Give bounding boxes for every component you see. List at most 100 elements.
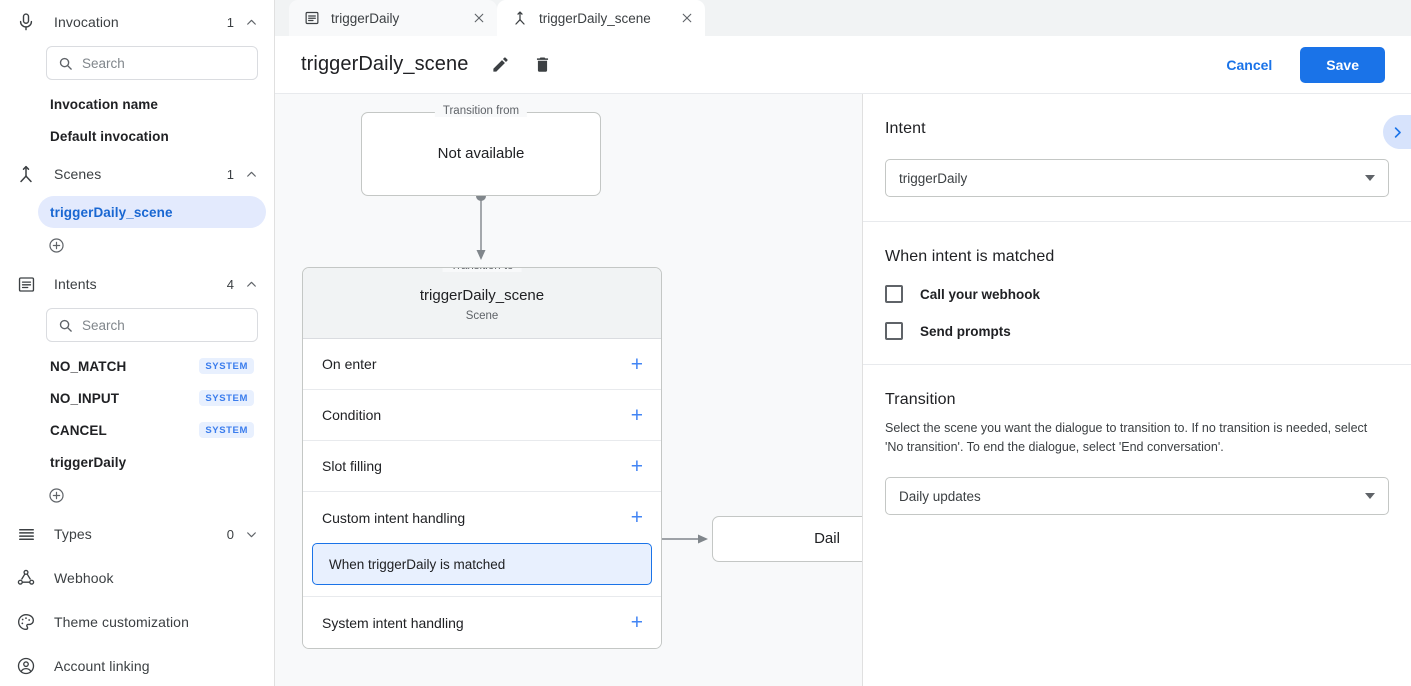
sidebar-item-triggerdaily-scene[interactable]: triggerDaily_scene bbox=[38, 196, 266, 228]
scene-row-label: Slot filling bbox=[322, 458, 382, 474]
scene-header: triggerDaily_scene Cancel Save bbox=[275, 36, 1411, 94]
sidebar-item-label: Invocation name bbox=[50, 96, 159, 112]
add-intent-button[interactable] bbox=[0, 478, 274, 512]
chevron-up-icon[interactable] bbox=[244, 277, 258, 291]
intents-search-input[interactable] bbox=[82, 317, 259, 333]
tab-bar: triggerDaily triggerDaily_scene bbox=[275, 0, 1411, 36]
when-intent-matched-section: When intent is matched Call your webhook… bbox=[863, 222, 1411, 365]
plus-circle-icon bbox=[48, 487, 65, 504]
transition-section-title: Transition bbox=[885, 391, 956, 408]
intents-list-icon bbox=[303, 10, 320, 27]
transition-from-legend: Transition from bbox=[434, 105, 528, 117]
types-count: 0 bbox=[226, 526, 234, 542]
intents-search-wrap bbox=[0, 306, 274, 350]
sidebar-item-label: Theme customization bbox=[54, 614, 189, 630]
search-icon bbox=[57, 55, 73, 71]
sidebar-item-theme-customization[interactable]: Theme customization bbox=[0, 600, 274, 644]
scene-graph-canvas[interactable]: Transition from Not available Transition… bbox=[275, 94, 862, 686]
types-lines-icon bbox=[14, 522, 38, 546]
scene-row-system-intent-handling[interactable]: System intent handling + bbox=[303, 597, 661, 648]
transition-to-legend: Transition to bbox=[442, 268, 522, 272]
checkbox-row-call-your-webhook[interactable]: Call your webhook bbox=[885, 285, 1389, 303]
sidebar-group-intents[interactable]: Intents 4 bbox=[0, 262, 274, 306]
add-on-enter-icon[interactable]: + bbox=[630, 352, 643, 376]
add-custom-intent-handling-icon[interactable]: + bbox=[630, 506, 643, 529]
save-button[interactable]: Save bbox=[1300, 46, 1385, 83]
intent-section: Intent triggerDaily bbox=[863, 94, 1411, 222]
checkbox-row-send-prompts[interactable]: Send prompts bbox=[885, 322, 1389, 340]
when-intent-matched-title: When intent is matched bbox=[885, 248, 1055, 265]
intent-handler-chip[interactable]: When triggerDaily is matched bbox=[312, 543, 652, 585]
sidebar-item-types[interactable]: Types 0 bbox=[0, 512, 274, 556]
scene-row-label: System intent handling bbox=[322, 614, 464, 631]
webhook-nodes-icon bbox=[14, 566, 38, 590]
sidebar-item-cancel[interactable]: CANCEL SYSTEM bbox=[38, 414, 266, 446]
intent-section-title: Intent bbox=[885, 120, 926, 137]
sidebar-item-label: NO_INPUT bbox=[50, 390, 120, 406]
add-scene-button[interactable] bbox=[0, 228, 274, 262]
add-system-intent-handling-icon[interactable]: + bbox=[630, 611, 643, 634]
sidebar-item-label: NO_MATCH bbox=[50, 358, 127, 374]
scene-row-condition[interactable]: Condition + bbox=[303, 390, 661, 441]
transition-from-node[interactable]: Transition from Not available bbox=[361, 105, 601, 196]
add-condition-icon[interactable]: + bbox=[630, 403, 643, 427]
scene-row-custom-intent-handling[interactable]: Custom intent handling + bbox=[303, 492, 661, 543]
chevron-up-icon[interactable] bbox=[244, 15, 258, 29]
transition-target-node[interactable]: Tr Dail bbox=[712, 516, 862, 562]
send-prompts-checkbox[interactable] bbox=[885, 322, 903, 340]
left-sidebar: Invocation 1 Invocation name Default inv… bbox=[0, 0, 275, 686]
sidebar-item-triggerdaily[interactable]: triggerDaily bbox=[38, 446, 266, 478]
close-icon[interactable] bbox=[678, 10, 695, 27]
chevron-down-icon[interactable] bbox=[244, 527, 258, 541]
tab-triggerdaily-scene[interactable]: triggerDaily_scene bbox=[497, 0, 705, 36]
invocation-search-input[interactable] bbox=[82, 55, 259, 71]
pencil-icon[interactable] bbox=[490, 55, 510, 75]
sidebar-item-no-match[interactable]: NO_MATCH SYSTEM bbox=[38, 350, 266, 382]
scene-row-label: On enter bbox=[322, 356, 377, 372]
chevron-right-icon[interactable] bbox=[1383, 115, 1411, 149]
sidebar-item-label: triggerDaily_scene bbox=[50, 204, 173, 220]
sidebar-item-webhook[interactable]: Webhook bbox=[0, 556, 274, 600]
transition-select[interactable]: Daily updates bbox=[885, 477, 1389, 515]
account-circle-icon bbox=[14, 654, 38, 678]
intents-search-box[interactable] bbox=[46, 308, 259, 342]
palette-icon bbox=[14, 610, 38, 634]
sidebar-item-account-linking[interactable]: Account linking bbox=[0, 644, 274, 686]
scene-row-label: Custom intent handling bbox=[322, 509, 466, 526]
sidebar-group-count: 1 bbox=[226, 14, 234, 30]
sidebar-item-default-invocation[interactable]: Default invocation bbox=[38, 120, 266, 152]
status-badge: SYSTEM bbox=[199, 358, 254, 374]
sidebar-group-count: 4 bbox=[226, 276, 234, 292]
intent-select[interactable]: triggerDaily bbox=[885, 159, 1389, 197]
close-icon[interactable] bbox=[470, 10, 487, 27]
tab-triggerdaily[interactable]: triggerDaily bbox=[289, 0, 497, 36]
add-slot-filling-icon[interactable]: + bbox=[630, 454, 643, 478]
chevron-up-icon[interactable] bbox=[244, 167, 258, 181]
sidebar-item-invocation-name[interactable]: Invocation name bbox=[38, 88, 266, 120]
sidebar-item-no-input[interactable]: NO_INPUT SYSTEM bbox=[38, 382, 266, 414]
scene-row-on-enter[interactable]: On enter + bbox=[303, 339, 661, 390]
sidebar-item-label: Account linking bbox=[54, 658, 150, 674]
search-icon bbox=[57, 317, 73, 333]
scene-node-card[interactable]: Transition to triggerDaily_scene Scene O… bbox=[302, 267, 662, 649]
trash-icon[interactable] bbox=[532, 55, 552, 75]
sidebar-group-label: Scenes bbox=[54, 166, 102, 182]
right-properties-panel: Intent triggerDaily When intent is match… bbox=[862, 94, 1411, 686]
status-badge: SYSTEM bbox=[199, 422, 254, 438]
page-title: triggerDaily_scene bbox=[301, 53, 469, 75]
invocation-search-box[interactable] bbox=[46, 46, 259, 80]
body-area: Transition from Not available Transition… bbox=[275, 94, 1411, 686]
scene-row-slot-filling[interactable]: Slot filling + bbox=[303, 441, 661, 492]
cancel-button[interactable]: Cancel bbox=[1212, 48, 1286, 82]
intent-select-value: triggerDaily bbox=[899, 170, 968, 186]
scene-merge-icon bbox=[14, 162, 38, 186]
sidebar-item-label: Types bbox=[54, 526, 92, 542]
call-webhook-checkbox[interactable] bbox=[885, 285, 903, 303]
scene-card-header: triggerDaily_scene Scene bbox=[303, 268, 661, 339]
chevron-down-icon bbox=[1365, 493, 1375, 499]
sidebar-group-invocation[interactable]: Invocation 1 bbox=[0, 0, 274, 44]
sidebar-group-scenes[interactable]: Scenes 1 bbox=[0, 152, 274, 196]
send-prompts-label: Send prompts bbox=[920, 323, 1011, 339]
scene-row-label: Condition bbox=[322, 407, 382, 423]
